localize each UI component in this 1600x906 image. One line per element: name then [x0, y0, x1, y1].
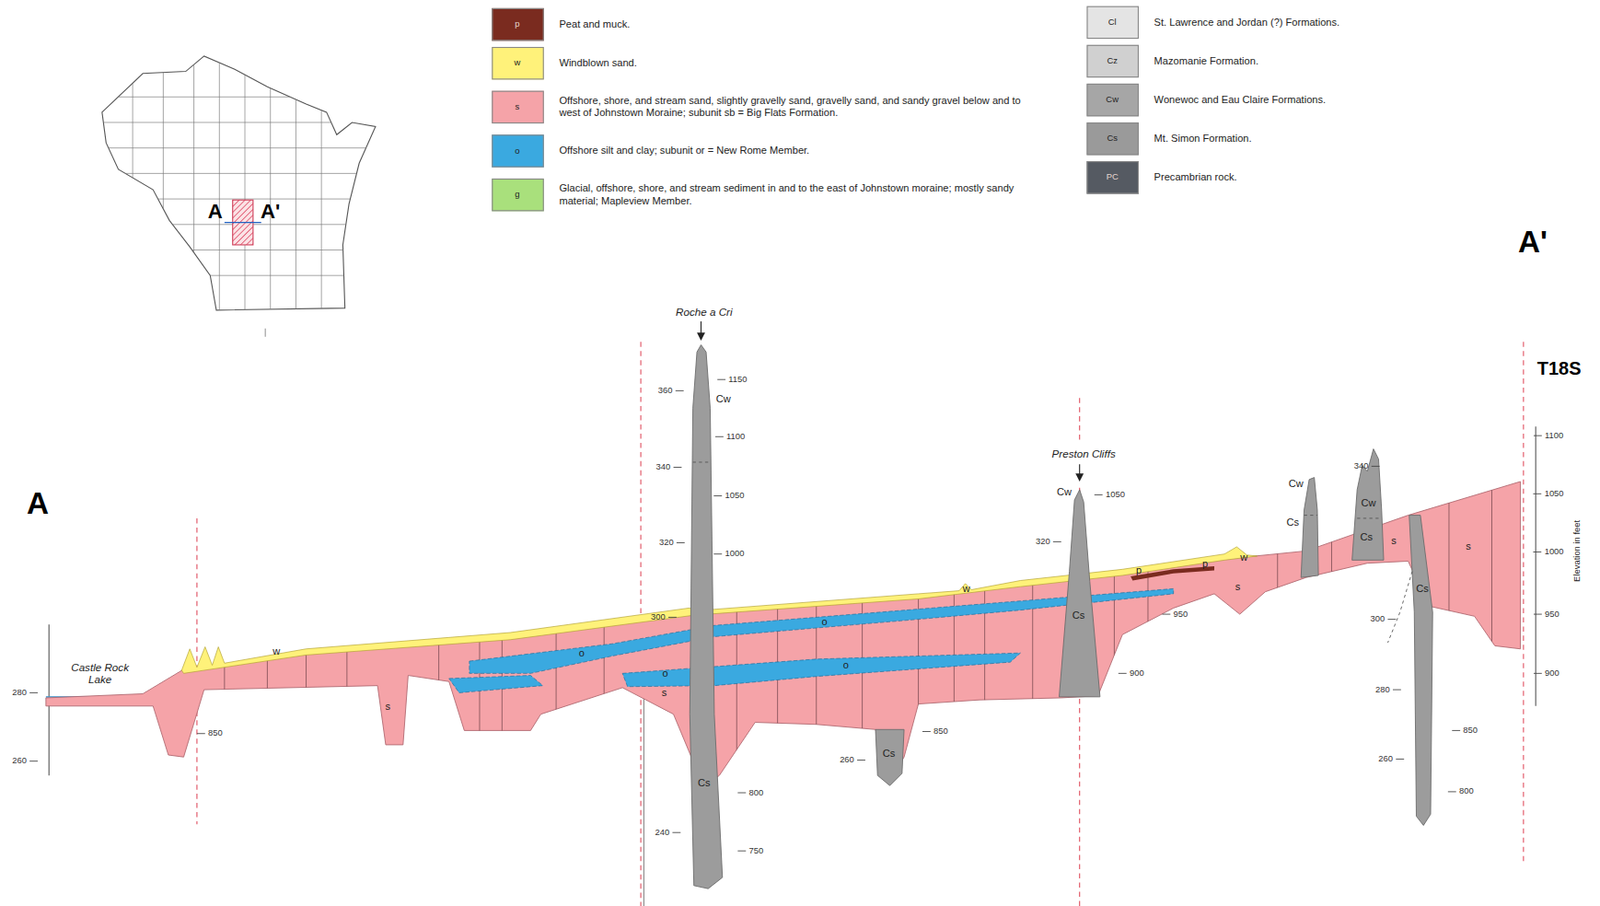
swatch-symbol: s — [515, 102, 521, 112]
section-end-letter: A — [26, 486, 49, 521]
unit-symbol: Cw — [1288, 477, 1304, 489]
elevation-number: 1000 — [725, 549, 745, 559]
unit-symbol: o — [662, 667, 669, 679]
elevation-number: 850 — [1462, 725, 1478, 735]
unit-symbol: w — [962, 582, 971, 594]
elevation-number: 1050 — [1544, 488, 1565, 499]
peat — [1130, 566, 1215, 581]
unit-symbol: s — [1391, 534, 1397, 546]
swatch-symbol: Cs — [1106, 134, 1118, 144]
elevation-number: 1050 — [725, 490, 745, 500]
section-end-letter: A' — [1518, 224, 1548, 259]
unit-symbol: w — [1240, 551, 1248, 563]
sand-unit — [46, 481, 1521, 788]
legend-text: Mazomanie Formation. — [1154, 55, 1461, 68]
swatch-symbol: g — [514, 189, 520, 199]
elevation-number: 750 — [748, 846, 764, 856]
legend-text: Mt. Simon Formation. — [1154, 132, 1461, 145]
elevation-number: 950 — [1544, 609, 1560, 619]
swatch-symbol: p — [514, 19, 520, 29]
legend-text: Peat and muck. — [558, 18, 1039, 31]
bedrock-outcrop — [689, 345, 1433, 890]
elevation-number: 850 — [933, 726, 949, 736]
elevation-number: 360 — [658, 385, 673, 395]
swatch-symbol: PC — [1106, 173, 1119, 183]
legend-text: Precambrian rock. — [1154, 171, 1461, 184]
elevation-number: 800 — [1459, 787, 1474, 797]
elevation-number: 300 — [1370, 614, 1386, 624]
elevation-number: 320 — [659, 537, 674, 547]
unit-symbol: Cs — [1359, 531, 1373, 543]
map-section-letter: A — [208, 199, 223, 222]
elevation-number: 850 — [208, 729, 223, 739]
unit-symbol: p — [1136, 564, 1142, 576]
elevation-number: 1000 — [1544, 546, 1565, 557]
legend-text: Offshore, shore, and stream sand, slight… — [558, 94, 1039, 120]
unit-symbol: Cw — [1360, 497, 1376, 509]
swatch-symbol: w — [514, 58, 522, 69]
elevation-number: 800 — [748, 788, 764, 798]
legend-text: Wonewoc and Eau Claire Formations. — [1154, 93, 1461, 106]
elevation-number: 900 — [1129, 668, 1145, 678]
legend-text: St. Lawrence and Jordan (?) Formations. — [1154, 16, 1461, 29]
unit-symbol: Cw — [716, 393, 731, 405]
elevation-number: 1050 — [1105, 489, 1125, 499]
unit-symbol: s — [1235, 580, 1241, 592]
place-name: Roche a Cri — [675, 306, 732, 319]
elevation-number: 1100 — [1544, 430, 1564, 441]
elevation-number: 280 — [1375, 684, 1391, 695]
axis-title: Elevation in feet — [1572, 520, 1582, 582]
elevation-number: 280 — [11, 687, 27, 697]
unit-symbol: o — [822, 615, 828, 627]
elevation-number: 1100 — [726, 431, 745, 441]
swatch-symbol: Cz — [1106, 56, 1118, 66]
elevation-number: 260 — [1378, 753, 1393, 764]
elevation-number: 340 — [656, 462, 672, 472]
unit-symbol: Cs — [1286, 516, 1300, 528]
unit-symbol: o — [579, 647, 585, 659]
unit-symbol: Cw — [1056, 486, 1072, 498]
elevation-number: 260 — [11, 755, 27, 766]
swatch-symbol: Cw — [1105, 94, 1119, 105]
elevation-number: 260 — [839, 754, 855, 765]
swatch-symbol: o — [514, 146, 520, 156]
locator-map — [96, 50, 378, 337]
place-name: Preston Cliffs — [1052, 448, 1116, 461]
unit-symbol: s — [384, 700, 391, 712]
elevation-number: 900 — [1544, 668, 1560, 678]
unit-symbol: Cs — [697, 776, 711, 789]
unit-symbol: s — [1465, 540, 1472, 552]
swatch-symbol: Cl — [1108, 17, 1117, 27]
legend-text: Windblown sand. — [558, 57, 1039, 70]
elevation-number: 300 — [650, 612, 666, 622]
legend-text: Offshore silt and clay; subunit or = New… — [558, 144, 1039, 157]
unit-symbol: Cs — [1072, 609, 1086, 621]
elevation-number: 1150 — [728, 374, 747, 384]
unit-symbol: p — [1202, 557, 1208, 569]
unit-symbol: s — [661, 686, 668, 698]
legend-text: Glacial, offshore, shore, and stream sed… — [558, 182, 1039, 208]
elevation-number: 950 — [1173, 609, 1189, 619]
elevation-number: 240 — [655, 827, 671, 837]
elevation-number: 320 — [1035, 536, 1051, 546]
unit-symbol: w — [272, 645, 280, 657]
place-name: Castle Rock Lake — [67, 661, 133, 686]
unit-symbol: o — [843, 659, 849, 671]
unit-symbol: Cs — [1415, 582, 1429, 594]
elevation-number: 340 — [1354, 461, 1369, 471]
map-section-letter: A' — [260, 199, 280, 222]
unit-symbol: Cs — [882, 747, 896, 759]
township-label: T18S — [1537, 359, 1582, 380]
